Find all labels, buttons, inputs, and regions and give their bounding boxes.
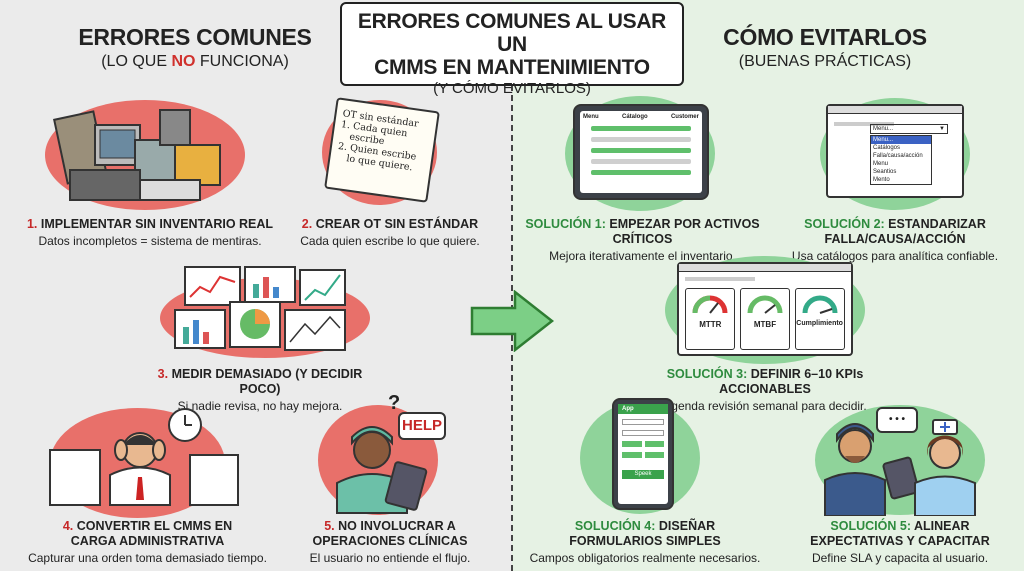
gauge-card: MTTR <box>685 288 736 350</box>
dropdown-option[interactable]: Falla/causa/acción <box>873 153 923 159</box>
dropdown-option[interactable]: Seantios <box>873 169 897 175</box>
solution-label: SOLUCIÓN 3: <box>666 367 748 381</box>
solution-label: SOLUCIÓN 4: <box>574 519 656 533</box>
right-header: CÓMO EVITARLOS (BUENAS PRÁCTICAS) <box>690 24 960 71</box>
solution-title: EXPECTATIVAS Y CAPACITAR <box>810 534 990 548</box>
error-desc: Capturar una orden toma demasiado tiempo… <box>28 551 267 565</box>
error-num: 2. <box>301 217 313 231</box>
gauge-icon <box>692 295 728 314</box>
error-title: CONVERTIR EL CMMS EN <box>76 519 233 533</box>
error-desc: El usuario no entiende el flujo. <box>309 551 471 565</box>
right-subheading: (BUENAS PRÁCTICAS) <box>738 53 912 70</box>
dropdown-options: Menu... Catálogos Falla/causa/acción Men… <box>870 135 932 185</box>
gauge-label: MTBF <box>753 320 777 329</box>
speech-bubble: • • • <box>876 407 918 433</box>
tablet-mock: Menu Cátalogo Customer <box>573 104 709 200</box>
solution-label: SOLUCIÓN 2: <box>804 217 885 231</box>
main-title-box: ERRORES COMUNES AL USAR UN CMMS EN MANTE… <box>340 2 684 97</box>
table-row <box>591 170 691 175</box>
error-num: 5. <box>324 519 335 533</box>
table-col: Menu <box>583 114 599 120</box>
solution-desc: Agenda revisión semanal para decidir. <box>663 399 867 413</box>
error-item-3: 3. MEDIR DEMASIADO (Y DECIDIR POCO) Si n… <box>140 367 380 413</box>
table-row <box>591 148 691 153</box>
solution-desc: Campos obligatorios realmente necesarios… <box>529 551 761 565</box>
solution-item-3: SOLUCIÓN 3: DEFINIR 6–10 KPIs ACCIONABLE… <box>635 367 895 413</box>
title-subtitle: (Y CÓMO EVITARLOS) <box>433 80 591 97</box>
title-line2: CMMS EN MANTENIMIENTO <box>374 56 650 79</box>
gauge-label: MTTR <box>699 320 722 329</box>
gauge-card: Cumplimiento <box>794 288 845 350</box>
left-header: ERRORES COMUNES (LO QUE NO FUNCIONA) <box>60 24 330 71</box>
cluttered-equipment-icon <box>53 109 221 201</box>
error-num: 3. <box>157 367 169 381</box>
many-charts-icon <box>174 266 346 351</box>
solution-desc: Mejora iterativamente el inventario. <box>549 249 736 263</box>
dropdown-selected: Menu... <box>873 126 894 132</box>
table-row <box>591 159 691 164</box>
right-arrow-icon <box>470 290 555 352</box>
error-num: 1. <box>26 217 38 231</box>
gauge-icon <box>747 295 783 314</box>
solution-desc: Define SLA y capacita al usuario. <box>811 551 989 565</box>
error-title: MEDIR DEMASIADO (Y DECIDIR POCO) <box>171 367 363 396</box>
kpi-dashboard-mock: MTTR MTBF Cumplimiento <box>677 262 853 356</box>
error-num: 4. <box>62 519 74 533</box>
table-row <box>591 137 691 142</box>
clipboard-note: OT sin estándar 1. Cada quien escribe 2.… <box>324 97 440 203</box>
solution-item-2: SOLUCIÓN 2: ESTANDARIZAR FALLA/CAUSA/ACC… <box>770 217 1020 263</box>
technician-and-nurse-icon <box>824 419 976 516</box>
gauge-card: MTBF <box>739 288 790 350</box>
question-mark: ? <box>388 392 401 414</box>
error-title: CREAR OT SIN ESTÁNDAR <box>315 217 479 231</box>
error-item-1: 1. IMPLEMENTAR SIN INVENTARIO REAL Datos… <box>20 217 280 248</box>
confused-clinician-icon <box>336 426 428 514</box>
table-col: Customer <box>670 114 699 120</box>
title-line1: ERRORES COMUNES AL USAR UN <box>357 10 667 56</box>
chevron-down-icon: ▼ <box>939 126 945 132</box>
dropdown-option[interactable]: Menu... <box>871 136 931 144</box>
phone-submit-button[interactable]: Speek <box>622 470 664 479</box>
error-title: IMPLEMENTAR SIN INVENTARIO REAL <box>40 217 274 231</box>
error-desc: Datos incompletos = sistema de mentiras. <box>38 234 262 248</box>
left-heading: ERRORES COMUNES <box>78 24 312 50</box>
gauge-label: Cumplimiento <box>796 320 843 327</box>
solution-label: SOLUCIÓN 5: <box>830 519 911 533</box>
solution-item-1: SOLUCIÓN 1: EMPEZAR POR ACTIVOS CRÍTICOS… <box>515 217 770 263</box>
solution-title: FORMULARIOS SIMPLES <box>569 534 721 548</box>
phone-mock: App Speek <box>612 398 674 510</box>
dropdown-window-mock: Menu... ▼ Menu... Catálogos Falla/causa/… <box>826 104 964 198</box>
right-heading: CÓMO EVITARLOS <box>723 24 927 50</box>
dropdown-option[interactable]: Catálogos <box>873 145 901 151</box>
solution-title: DEFINIR 6–10 KPIs ACCIONABLES <box>719 367 864 396</box>
dropdown-option[interactable]: Menu <box>873 161 889 167</box>
solution-label: SOLUCIÓN 1: <box>525 217 606 231</box>
solution-desc: Usa catálogos para analítica confiable. <box>791 249 999 263</box>
error-desc: Cada quien escribe lo que quiere. <box>300 234 480 248</box>
table-row <box>591 126 691 131</box>
table-col: Cátalogo <box>621 114 648 120</box>
dropdown-select[interactable]: Menu... ▼ <box>870 124 948 134</box>
gauge-icon <box>802 295 838 314</box>
solution-title: ALINEAR <box>914 519 970 533</box>
left-subheading: (LO QUE NO FUNCIONA) <box>101 53 289 70</box>
dropdown-option[interactable]: Mento <box>873 177 890 183</box>
solution-title: ESTANDARIZAR FALLA/CAUSA/ACCIÓN <box>824 217 986 246</box>
error-desc: Si nadie revisa, no hay mejora. <box>177 399 343 413</box>
error-title: CARGA ADMINISTRATIVA <box>70 534 225 548</box>
error-title: NO INVOLUCRAR A <box>338 519 456 533</box>
help-bubble: HELP <box>398 412 446 440</box>
phone-app-title: App <box>618 404 668 414</box>
solution-title: EMPEZAR POR ACTIVOS CRÍTICOS <box>609 217 760 246</box>
stressed-person-icon <box>49 408 239 506</box>
solution-title: DISEÑAR <box>658 519 716 533</box>
error-item-2: 2. CREAR OT SIN ESTÁNDAR Cada quien escr… <box>290 217 490 248</box>
error-title: OPERACIONES CLÍNICAS <box>312 534 468 548</box>
